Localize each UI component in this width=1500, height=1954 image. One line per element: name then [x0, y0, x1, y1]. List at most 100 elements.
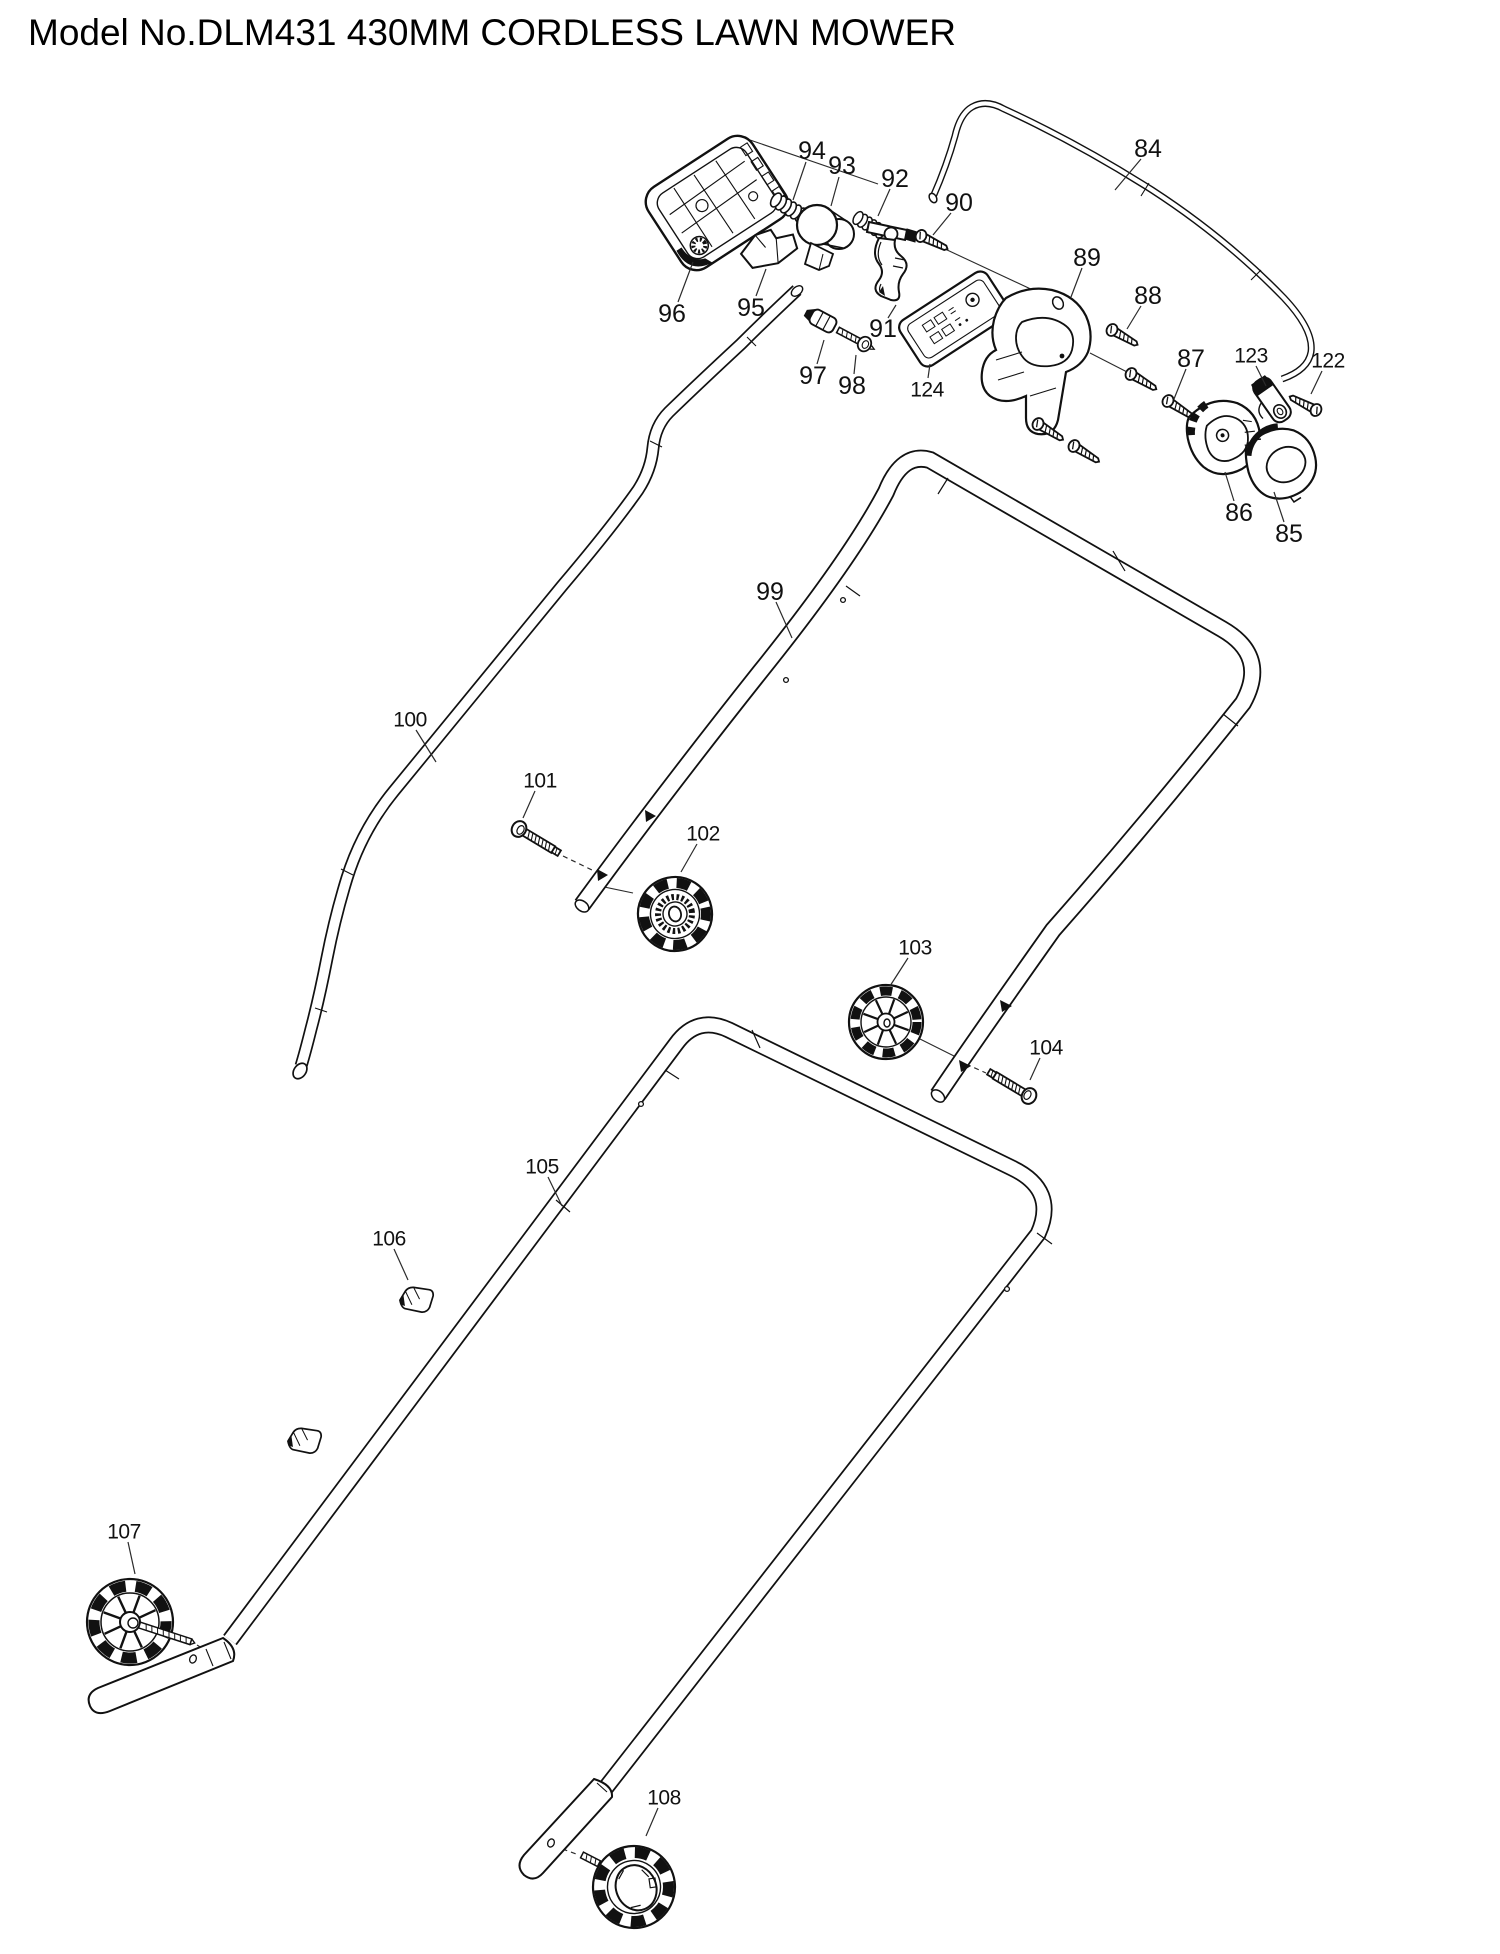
bolt-104 [983, 1063, 1041, 1108]
screw-90 [912, 227, 952, 256]
leader-line-89 [1070, 267, 1083, 298]
lever-91 [865, 220, 918, 302]
leader-line-104 [1029, 1057, 1041, 1081]
leader-line-107 [127, 1541, 136, 1575]
leader-line-106 [393, 1248, 409, 1281]
page-title: Model No.DLM431 430MM CORDLESS LAWN MOWE… [28, 12, 956, 53]
housing-89 [980, 287, 1092, 436]
bracket-123 [1251, 375, 1292, 424]
leader-line-103 [889, 957, 909, 987]
leader-line-90 [932, 212, 952, 236]
part-label-100: 100 [393, 709, 427, 732]
part-label-103: 103 [898, 937, 932, 960]
spring-button [959, 1060, 971, 1072]
leader-line-85 [1273, 491, 1285, 523]
rod-100 [292, 285, 804, 1080]
part-label-101: 101 [523, 770, 557, 793]
leader-line-100 [415, 729, 437, 763]
knob-102 [636, 875, 714, 953]
leader-line-95 [755, 268, 767, 297]
drum-93 [795, 203, 855, 271]
rivet-hole [839, 596, 847, 604]
leader-line-92 [877, 188, 891, 217]
part-label-104: 104 [1029, 1037, 1063, 1060]
part-label-96: 96 [658, 300, 686, 328]
part-label-97: 97 [799, 362, 827, 390]
rivet-hole [1003, 1285, 1011, 1293]
knob-86 [1185, 399, 1262, 476]
part-label-91: 91 [869, 315, 897, 343]
knob-85 [1244, 423, 1318, 503]
part-label-106: 106 [372, 1228, 406, 1251]
part-label-92: 92 [881, 165, 909, 193]
screw-loose-c [1065, 437, 1104, 468]
part-label-93: 93 [828, 152, 856, 180]
bolt-98 [835, 326, 876, 353]
part-label-95: 95 [737, 294, 765, 322]
leader-line-101 [522, 790, 536, 819]
clip-106-second [283, 1421, 327, 1461]
rivet-hole [637, 1100, 645, 1108]
leader-line-84 [1114, 158, 1142, 191]
leader-line-97 [816, 339, 825, 365]
part-label-90: 90 [945, 189, 973, 217]
leader-line-99 [775, 601, 793, 639]
leader-line-87 [1173, 368, 1187, 400]
clip-106 [395, 1280, 439, 1320]
adjuster-gear [689, 235, 710, 256]
leader-line-86 [1224, 471, 1235, 502]
leader-line-88 [1126, 305, 1142, 330]
leader-line-93 [830, 176, 840, 207]
cover-95 [739, 228, 799, 269]
connector-97 [803, 308, 838, 334]
flattened-end-right [518, 1777, 614, 1880]
part-label-124: 124 [910, 379, 944, 402]
rivet-hole [782, 676, 790, 684]
part-label-86: 86 [1225, 499, 1253, 527]
part-label-107: 107 [107, 1521, 141, 1544]
flattened-end-left [87, 1636, 236, 1715]
switch-housing-96 [644, 134, 790, 272]
screw-122 [1286, 390, 1325, 419]
leader-line-98 [853, 354, 857, 375]
spring-button [645, 810, 656, 822]
leader-line-122 [1310, 370, 1323, 395]
leader-line-96 [677, 261, 694, 303]
part-label-87: 87 [1177, 345, 1205, 373]
part-label-94: 94 [798, 137, 826, 165]
panel-124 [898, 270, 1010, 368]
knob-107-bolt [137, 1621, 196, 1646]
part-label-85: 85 [1275, 520, 1303, 548]
leader-line-91 [887, 304, 897, 319]
bolt-101-alignment-dashes [562, 855, 593, 871]
spring-button [597, 869, 608, 881]
part-label-99: 99 [756, 578, 784, 606]
bolt-101 [507, 817, 565, 862]
leader-line-94 [792, 161, 807, 201]
part-label-123: 123 [1234, 345, 1268, 368]
part-label-122: 122 [1311, 350, 1345, 373]
knob-103 [847, 983, 925, 1061]
part-label-89: 89 [1073, 244, 1101, 272]
lower-handle-105 [87, 1016, 1053, 1880]
spring-button [1000, 1000, 1012, 1012]
cable-84 [928, 100, 1315, 383]
wheel-knob-107 [85, 1577, 196, 1667]
part-label-108: 108 [647, 1787, 681, 1810]
part-label-102: 102 [686, 823, 720, 846]
leader-line-105 [547, 1176, 563, 1207]
leader-line-108 [645, 1807, 659, 1837]
part-label-84: 84 [1134, 135, 1162, 163]
wheel-knob-108 [591, 1844, 677, 1930]
screw-88 [1103, 321, 1142, 352]
leader-line-123 [1255, 365, 1267, 387]
screw-loose-a [1122, 365, 1161, 396]
part-label-105: 105 [525, 1156, 559, 1179]
part-label-98: 98 [838, 372, 866, 400]
leader-line-124 [927, 363, 931, 379]
stud-108 [579, 1851, 602, 1868]
part-label-88: 88 [1134, 282, 1162, 310]
leader-line-102 [680, 843, 698, 873]
